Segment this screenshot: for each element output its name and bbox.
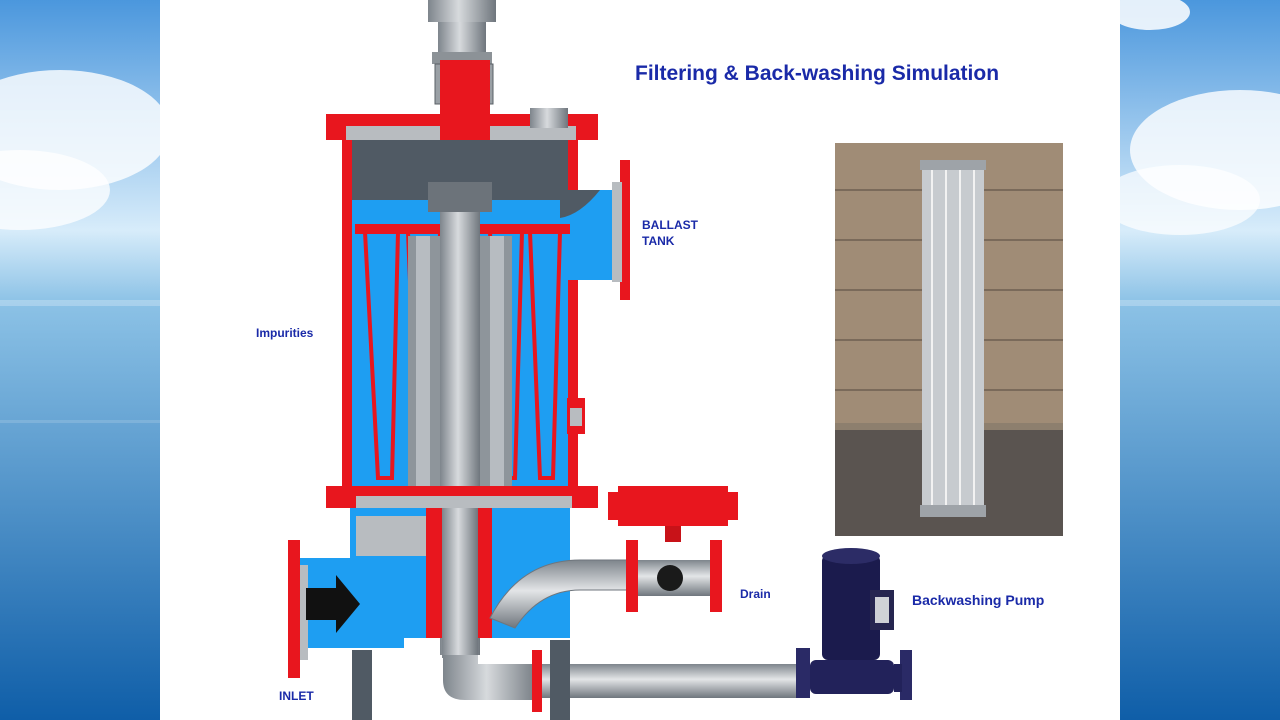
background-right <box>1120 0 1280 720</box>
label-inlet: INLET <box>279 689 314 703</box>
return-pipe <box>538 664 800 698</box>
label-ballast-line2: TANK <box>642 234 675 248</box>
label-ballast-tank: BALLAST TANK <box>642 217 698 249</box>
label-impurities: Impurities <box>256 326 314 340</box>
label-ballast-line1: BALLAST <box>642 218 698 232</box>
label-backwashing-pump: Backwashing Pump <box>912 592 1045 608</box>
background-left <box>0 0 160 720</box>
slide-title: Filtering & Back-washing Simulation <box>635 62 1000 85</box>
motor-housing <box>428 0 496 22</box>
flow-arrow-icon <box>306 575 360 633</box>
filter-diagram <box>288 0 1063 720</box>
label-drain: Drain <box>740 587 771 601</box>
valve-icon <box>608 486 738 542</box>
pump-icon <box>796 548 912 700</box>
filter-element-photo <box>835 143 1063 536</box>
slide: Filtering & Back-washing Simulation BALL… <box>160 0 1120 720</box>
